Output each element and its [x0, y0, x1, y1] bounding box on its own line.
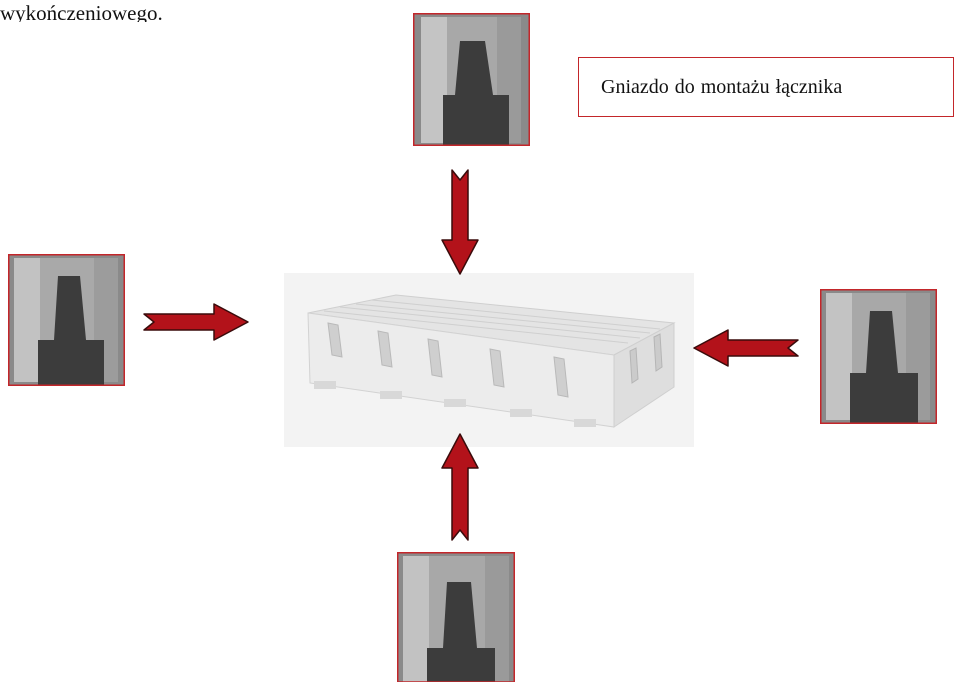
- top-text-line: wykończeniowego.: [0, 1, 163, 22]
- caption-box: Gniazdo do montażu łącznika: [578, 57, 954, 117]
- socket-photo-top: [413, 13, 530, 146]
- socket-bottom-icon: [397, 552, 515, 682]
- socket-right-icon: [820, 289, 937, 424]
- caption-text: Gniazdo do montażu łącznika: [601, 76, 843, 98]
- socket-photo-left: [8, 254, 125, 386]
- arrow-down-icon: [441, 169, 479, 275]
- socket-left-icon: [8, 254, 125, 386]
- socket-top-icon: [413, 13, 530, 146]
- pontoon-block-icon: [284, 273, 694, 447]
- arrow-up-icon: [441, 433, 479, 541]
- arrow-right-icon: [143, 303, 249, 341]
- socket-photo-right: [820, 289, 937, 424]
- arrow-left-icon: [693, 329, 799, 367]
- socket-photo-bottom: [397, 552, 515, 682]
- pontoon-block-photo: [284, 273, 694, 447]
